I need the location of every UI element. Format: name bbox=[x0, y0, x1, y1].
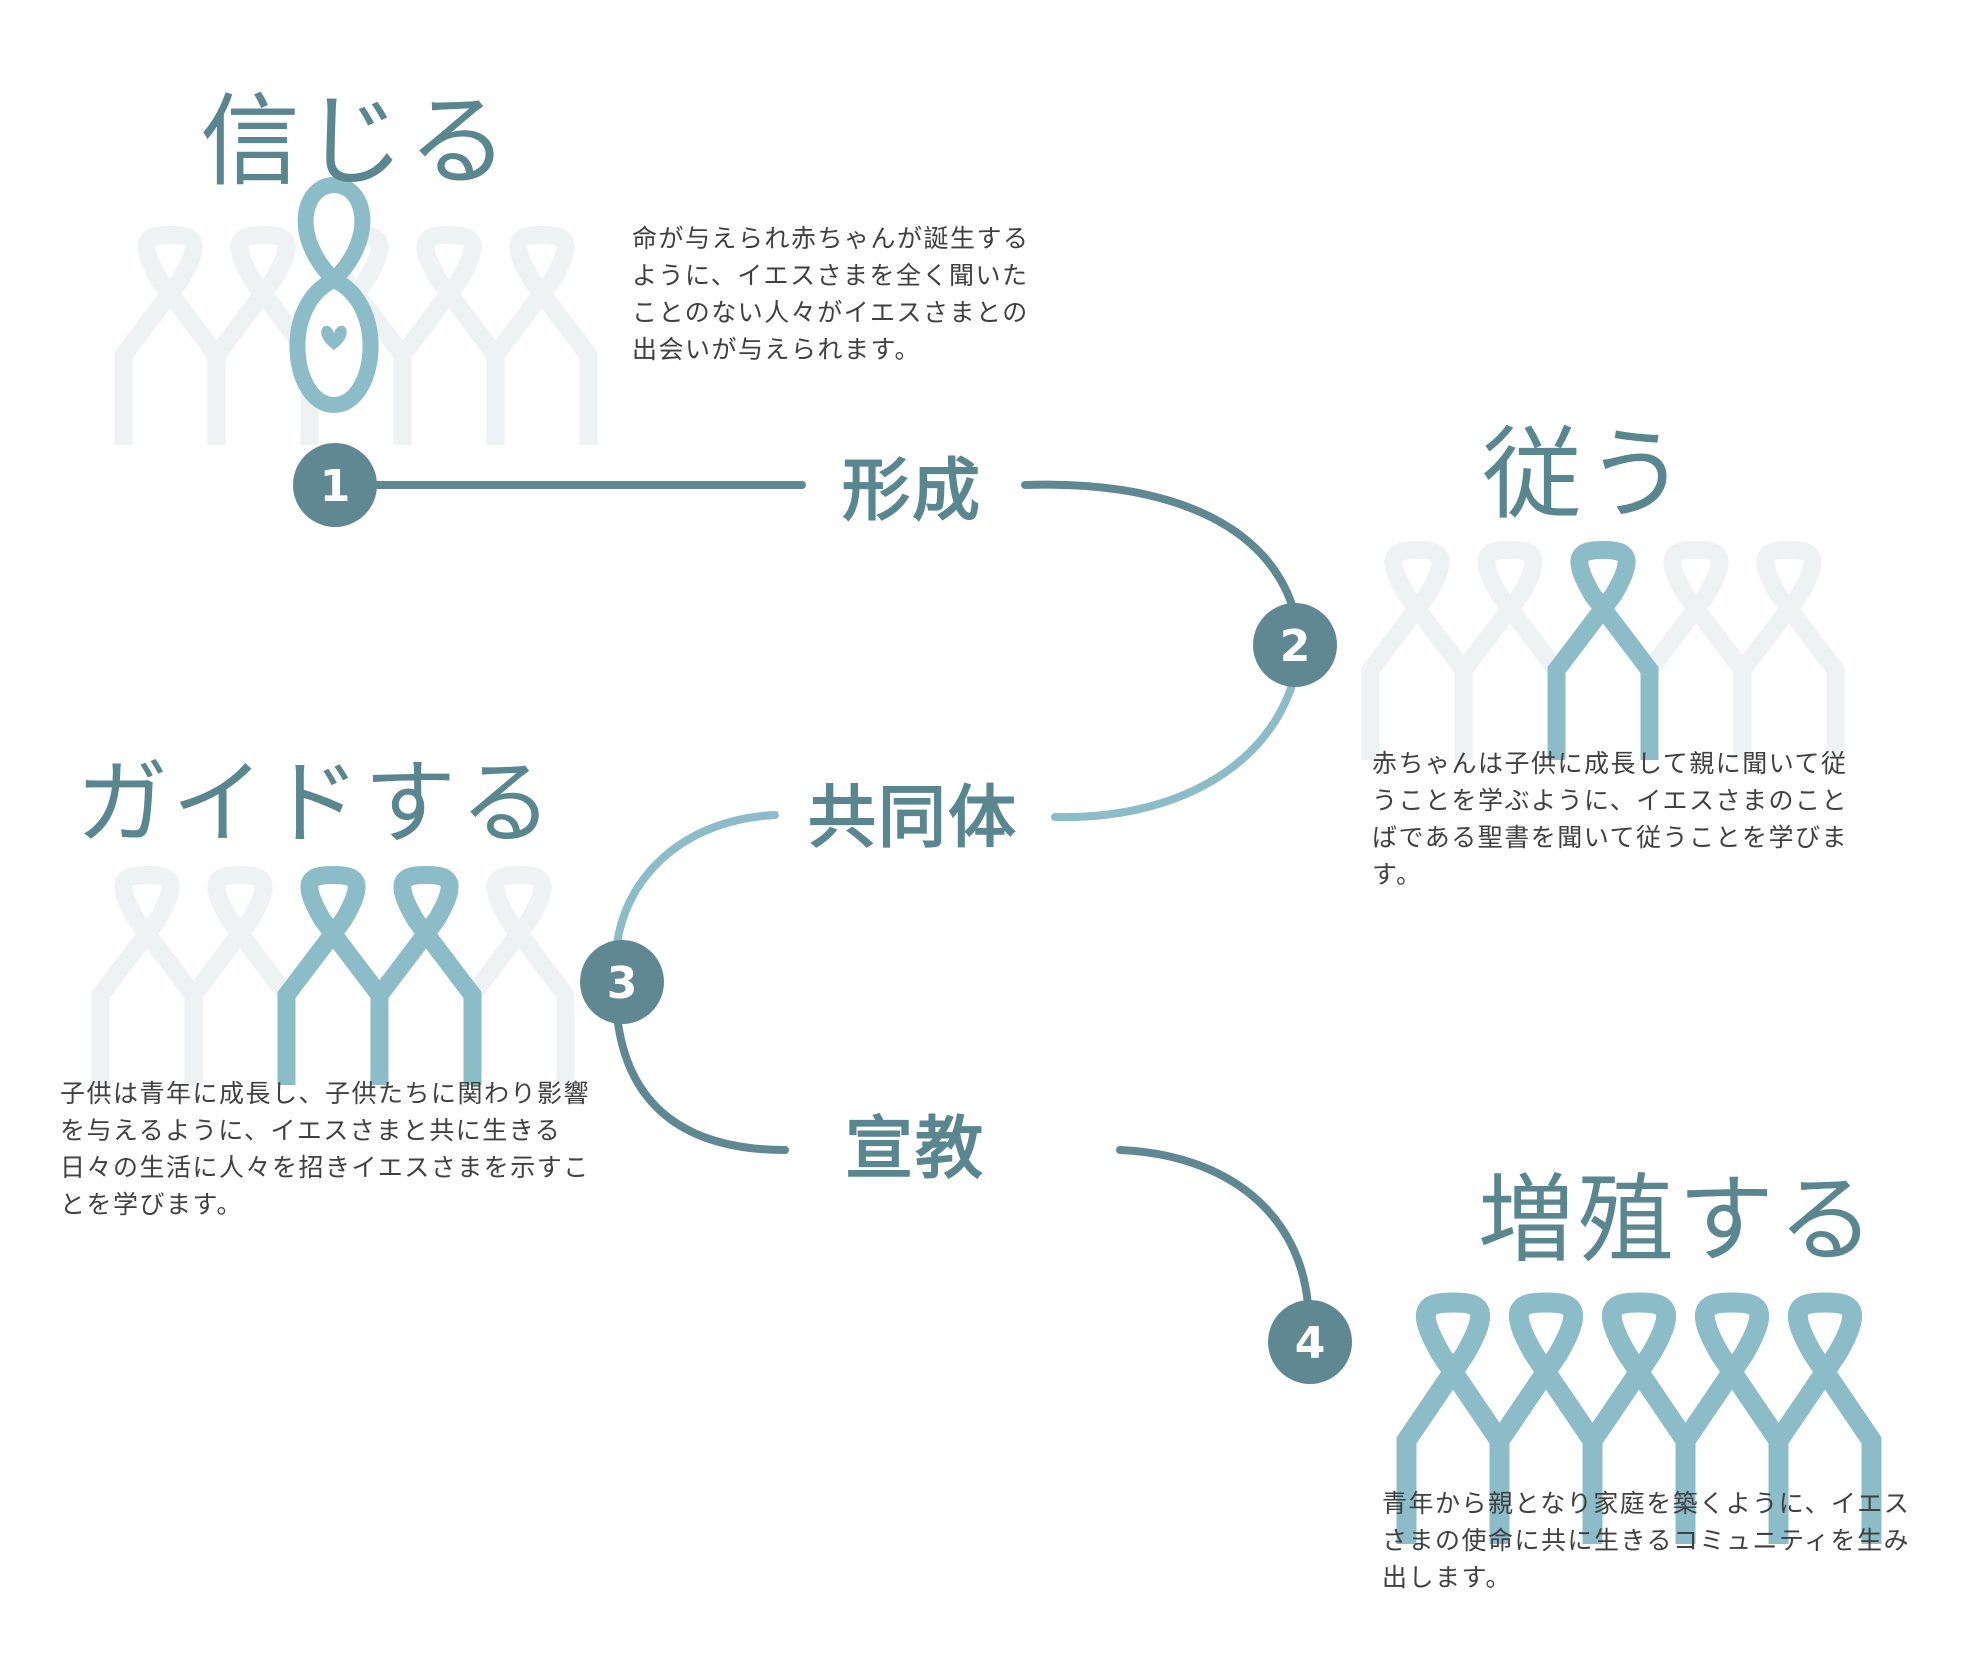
stage-4-people-figures bbox=[1396, 1292, 1882, 1544]
stage-2-number: 2 bbox=[1280, 621, 1311, 672]
stage-1-people-figures bbox=[114, 176, 598, 445]
stage-1-number: 1 bbox=[320, 461, 351, 512]
stage-1-marker: 1 bbox=[293, 443, 377, 527]
person-figure-faded bbox=[393, 225, 505, 445]
stage-4-title: 増殖する bbox=[1478, 1164, 1878, 1276]
stage-2-description: 赤ちゃんは子供に成長して親に聞いて従うことを学ぶように、イエスさまのことばである… bbox=[1372, 749, 1849, 889]
stage-1-title: 信じる bbox=[200, 83, 512, 200]
person-figure-faded bbox=[1640, 540, 1752, 760]
connector-community-to-3 bbox=[613, 811, 779, 949]
person-figure-faded bbox=[91, 865, 203, 1085]
stage-4-description: 青年から親となり家庭を築くように、イエスさまの使命に共に生きるコミュニティを生み… bbox=[1382, 1489, 1911, 1592]
person-figure-faded bbox=[1454, 540, 1566, 760]
person-figure-highlighted bbox=[1768, 1292, 1882, 1544]
person-figure-highlighted bbox=[370, 865, 482, 1085]
phase-label-mission: 宣教 bbox=[845, 1110, 986, 1189]
stage-2-title: 従う bbox=[1482, 416, 1690, 533]
phase-label-formation: 形成 bbox=[842, 452, 983, 531]
person-figure-highlighted bbox=[1675, 1292, 1789, 1544]
baby-figure bbox=[289, 176, 379, 414]
person-figure-highlighted bbox=[1396, 1292, 1510, 1544]
stage-1-description: 命が与えられ赤ちゃんが誕生するように、イエスさまを全く聞いたことのない人々がイエ… bbox=[632, 224, 1030, 364]
connector-formation-to-2 bbox=[1021, 480, 1299, 619]
phase-label-community: 共同体 bbox=[808, 779, 1019, 858]
stage-4-number: 4 bbox=[1295, 1318, 1326, 1369]
stage-3-marker: 3 bbox=[580, 940, 664, 1024]
stage-2-people-figures bbox=[1361, 540, 1845, 760]
connector-lines bbox=[326, 480, 1312, 1309]
stage-3-description: 子供は青年に成長し、子供たちに関わり影響を与えるように、イエスさまと共に生きる日… bbox=[60, 1079, 591, 1219]
stage-3-people-figures bbox=[91, 865, 575, 1085]
person-figure-faded bbox=[1733, 540, 1845, 760]
stage-3-title: ガイドする bbox=[76, 750, 557, 857]
stage-4-marker: 4 bbox=[1268, 1300, 1352, 1384]
person-figure-highlighted bbox=[277, 865, 389, 1085]
connector-3-to-mission bbox=[613, 1011, 789, 1154]
stage-3-number: 3 bbox=[607, 958, 638, 1009]
person-figure-faded bbox=[463, 865, 575, 1085]
person-figure-highlighted bbox=[1489, 1292, 1603, 1544]
stage-2-marker: 2 bbox=[1253, 603, 1337, 687]
person-figure-faded bbox=[184, 865, 296, 1085]
heart-icon bbox=[321, 325, 347, 350]
person-figure-highlighted bbox=[1582, 1292, 1696, 1544]
person-figure-faded bbox=[207, 225, 319, 445]
person-figure-faded bbox=[114, 225, 226, 445]
person-figure-faded bbox=[486, 225, 598, 445]
connector-mission-to-4 bbox=[1116, 1146, 1312, 1309]
connector-2-to-community bbox=[1051, 671, 1299, 822]
person-figure-highlighted bbox=[1547, 540, 1659, 760]
person-figure-faded bbox=[1361, 540, 1473, 760]
